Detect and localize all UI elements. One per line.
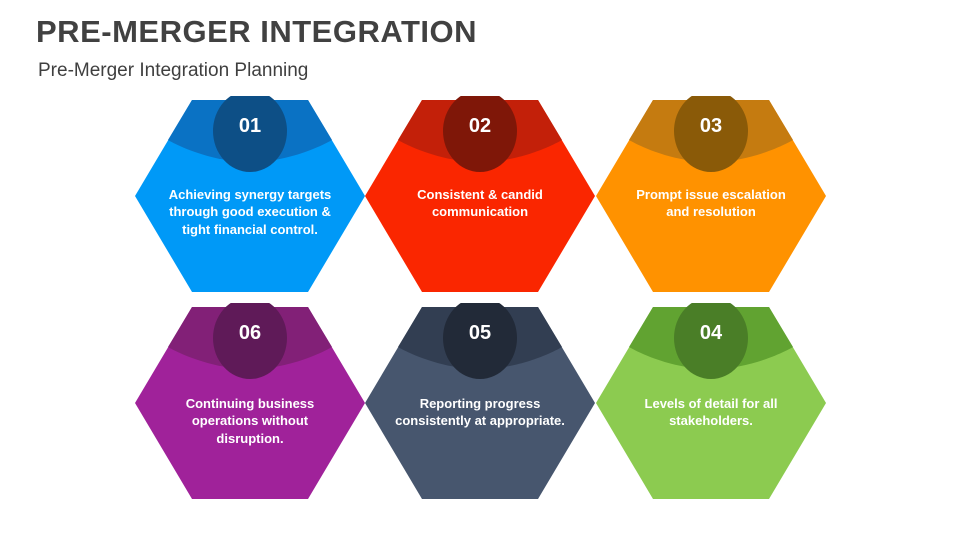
hexagon-shape-03	[596, 96, 826, 292]
hexagon-diagram: 01 Achieving synergy targets through goo…	[0, 96, 960, 516]
header: PRE-MERGER INTEGRATION Pre-Merger Integr…	[36, 14, 916, 81]
hexagon-shape-01	[135, 96, 365, 292]
hexagon-item-02[interactable]: 02 Consistent & candid communication	[365, 96, 595, 296]
page-subtitle: Pre-Merger Integration Planning	[38, 59, 309, 81]
hexagon-shape-02	[365, 96, 595, 292]
hexagon-item-06[interactable]: 06 Continuing business operations withou…	[135, 303, 365, 503]
hexagon-shape-06	[135, 303, 365, 499]
hexagon-shape-04	[596, 303, 826, 499]
page-title: PRE-MERGER INTEGRATION	[36, 14, 477, 49]
hexagon-shape-05	[365, 303, 595, 499]
hexagon-item-01[interactable]: 01 Achieving synergy targets through goo…	[135, 96, 365, 296]
hexagon-item-03[interactable]: 03 Prompt issue escalation and resolutio…	[596, 96, 826, 296]
hexagon-item-04[interactable]: 04 Levels of detail for all stakeholders…	[596, 303, 826, 503]
hexagon-item-05[interactable]: 05 Reporting progress consistently at ap…	[365, 303, 595, 503]
